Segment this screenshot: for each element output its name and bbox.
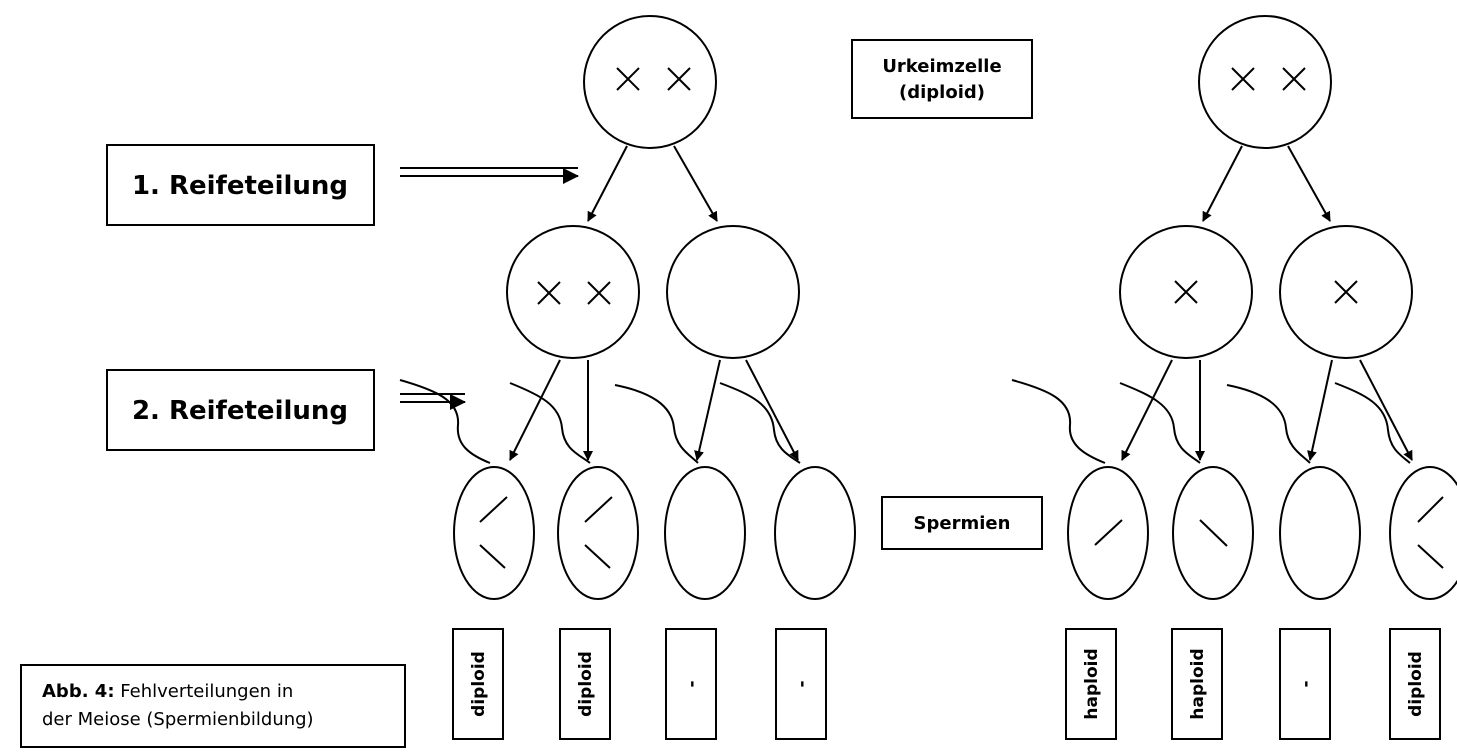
left-sperm-3 xyxy=(664,466,746,600)
left-ploidy-4: - xyxy=(792,680,812,687)
first-division-label: 1. Reifeteilung xyxy=(132,171,348,201)
right-ploidy-3: - xyxy=(1296,680,1316,687)
left-ploidy-3: - xyxy=(682,680,702,687)
germ-cell-label-line2: (diploid) xyxy=(899,82,985,103)
caption-line-2: der Meiose (Spermienbildung) xyxy=(42,709,314,730)
right-primary-cell xyxy=(1198,15,1332,149)
right-ploidy-2: haploid xyxy=(1188,648,1208,719)
right-secondary-chromosome-2 xyxy=(1334,280,1358,304)
first-division-box xyxy=(106,144,375,226)
left-primary-cell xyxy=(583,15,717,149)
sperm-box xyxy=(881,496,1043,550)
second-division-arrow xyxy=(400,393,466,410)
second-division-box xyxy=(106,369,375,451)
left-ploidy-1: diploid xyxy=(469,651,489,717)
right-ploidy-4: diploid xyxy=(1406,651,1426,717)
first-division-arrow xyxy=(400,167,579,184)
left-secondary-chromosomes xyxy=(537,281,611,305)
right-tree xyxy=(1011,15,1457,740)
left-ploidy-2: diploid xyxy=(576,651,596,717)
left-secondary-cell-2 xyxy=(666,225,800,359)
caption-line1-text: Fehlverteilungen in xyxy=(114,681,294,702)
germ-cell-box xyxy=(851,39,1033,119)
left-tree xyxy=(399,15,856,740)
right-secondary-cell-2 xyxy=(1279,225,1413,359)
caption-line-1: Abb. 4: Fehlverteilungen in xyxy=(42,678,404,706)
right-secondary-chromosome-1 xyxy=(1174,280,1198,304)
left-sperm-1 xyxy=(453,466,535,600)
left-sperm-2 xyxy=(557,466,639,600)
right-sperm-1 xyxy=(1067,466,1149,600)
germ-cell-label-line1: Urkeimzelle xyxy=(882,56,1001,77)
right-primary-chromosomes xyxy=(1231,67,1306,91)
right-sperm-3 xyxy=(1279,466,1361,600)
figure-caption: Abb. 4: Fehlverteilungen in der Meiose (… xyxy=(20,664,406,748)
left-secondary-cell-1 xyxy=(506,225,640,359)
right-sperm-4 xyxy=(1389,466,1457,600)
caption-prefix: Abb. 4: xyxy=(42,681,115,702)
right-ploidy-1: haploid xyxy=(1082,648,1102,719)
right-secondary-cell-1 xyxy=(1119,225,1253,359)
left-primary-chromosomes xyxy=(616,67,691,91)
right-sperm-2 xyxy=(1172,466,1254,600)
second-division-label: 2. Reifeteilung xyxy=(132,396,348,426)
left-sperm-4 xyxy=(774,466,856,600)
sperm-label: Spermien xyxy=(914,513,1011,534)
